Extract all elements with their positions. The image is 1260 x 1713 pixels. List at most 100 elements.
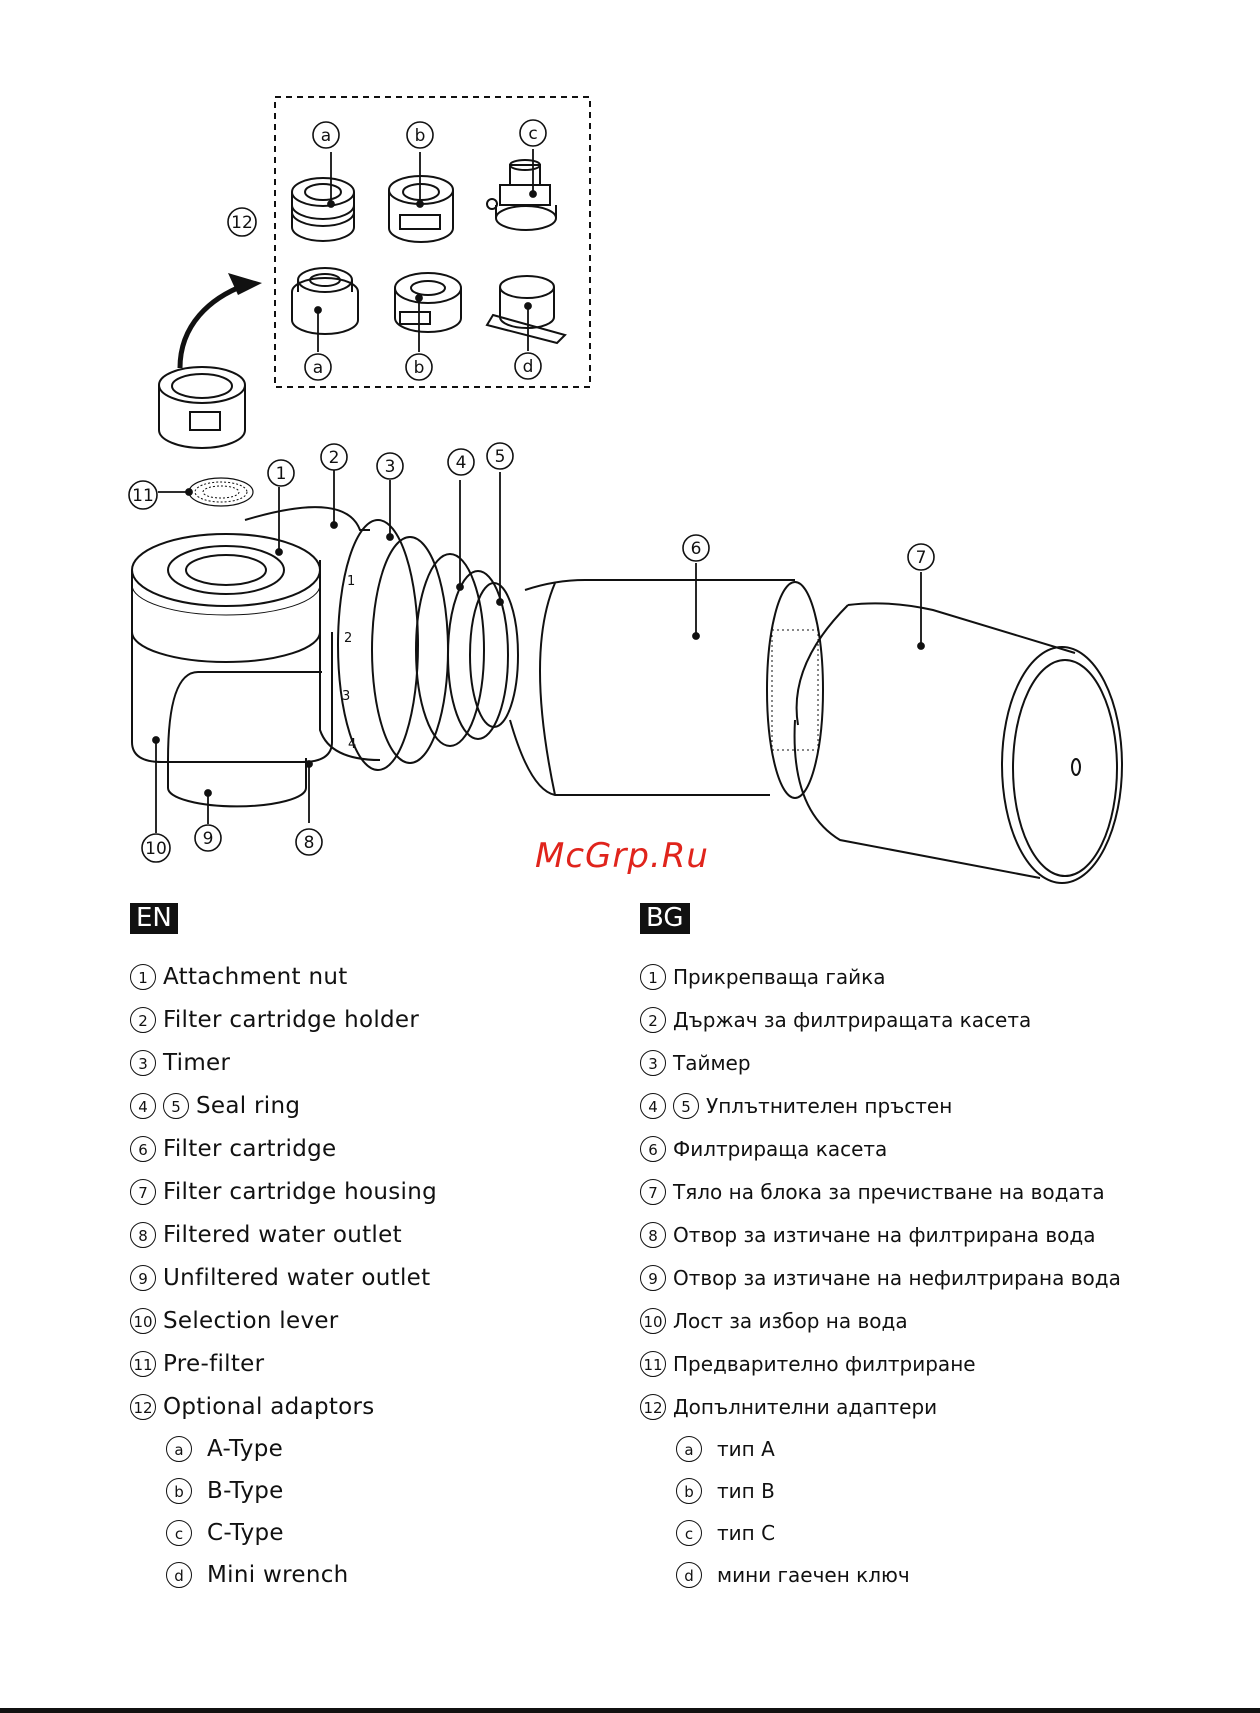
item-label: Selection lever [163,1307,339,1334]
item-label: тип B [717,1479,775,1503]
item-label: Отвор за изтичане на филтрирана вода [673,1222,1096,1247]
item-number: 11 [640,1350,666,1377]
legend-subitem: b B-Type [130,1470,437,1512]
item-number: 1 [130,963,156,990]
svg-text:3: 3 [385,457,396,477]
callout-4: 4 [447,448,475,476]
item-label: Filter cartridge [163,1135,337,1162]
callout-10: 10 [141,833,171,863]
item-number-secondary: 5 [673,1092,699,1119]
legend-item: 6 Filter cartridge [130,1127,437,1170]
pre-filter-mesh [188,477,254,507]
item-label: мини гаечен ключ [717,1563,910,1587]
svg-text:7: 7 [916,548,927,568]
timer-mark-3: 3 [342,689,350,704]
callout-a-bottom: a [304,353,332,381]
timer-mark-1: 1 [347,574,355,589]
item-letter: b [166,1478,192,1504]
item-letter: d [166,1562,192,1588]
filter-body [131,506,519,808]
attachment-nut-detached [158,366,246,449]
callout-d-bottom: d [514,352,542,380]
callout-6: 6 [682,534,710,562]
adaptor-b-top [388,175,454,243]
item-letter: d [676,1562,702,1588]
callout-b-bottom: b [405,353,433,381]
callout-b-top: b [406,121,434,149]
legend-item: 9 Отвор за изтичане на нефилтрирана вода [640,1256,1121,1299]
item-label: Предварително филтриране [673,1351,976,1376]
legend-item: 11 Предварително филтриране [640,1342,1121,1385]
item-number: 2 [130,1006,156,1033]
filter-cartridge-housing [793,602,1123,884]
item-label: Timer [163,1049,231,1076]
bottom-rule [0,1708,1260,1713]
item-number: 4 [640,1092,666,1119]
item-number: 3 [640,1049,666,1076]
adaptor-d-bottom [485,275,567,345]
lang-badge-bg: BG [640,903,690,934]
callout-2: 2 [320,443,348,471]
adaptor-a-top [291,177,355,242]
item-number: 11 [130,1350,156,1377]
item-number: 8 [640,1221,666,1248]
svg-text:2: 2 [329,448,340,468]
svg-text:b: b [414,358,425,378]
item-letter: c [676,1520,702,1546]
svg-text:4: 4 [456,453,467,473]
item-label: тип A [717,1437,775,1461]
callout-3: 3 [376,452,404,480]
callout-c-top: c [519,119,547,147]
item-number: 2 [640,1006,666,1033]
item-label: Seal ring [196,1092,301,1119]
item-number: 1 [640,963,666,990]
timer-mark-4: 4 [348,737,356,752]
svg-text:6: 6 [691,539,702,559]
item-label: тип C [717,1521,776,1545]
item-label: Отвор за изтичане на нефилтрирана вода [673,1265,1121,1290]
item-number: 6 [130,1135,156,1162]
filter-cartridge [509,579,824,799]
item-label: B-Type [207,1478,284,1504]
callout-12: 12 [227,207,257,237]
item-number: 10 [640,1307,666,1334]
item-label: Уплътнителен пръстен [706,1093,953,1118]
svg-text:10: 10 [145,839,167,859]
item-number: 12 [640,1393,666,1420]
product-diagram: 1 2 3 4 5 6 7 8 9 10 11 12 a b c a b d 1… [128,96,1123,884]
svg-text:a: a [321,126,331,146]
svg-text:8: 8 [304,833,315,853]
lang-badge-en: EN [130,903,178,934]
item-label: Filtered water outlet [163,1221,402,1248]
callout-7: 7 [907,543,935,571]
item-label: Тяло на блока за пречистване на водата [673,1179,1105,1204]
item-letter: b [676,1478,702,1504]
svg-text:d: d [523,357,534,377]
item-number: 9 [640,1264,666,1291]
adaptor-c-top [486,159,557,231]
item-number: 10 [130,1307,156,1334]
svg-text:9: 9 [203,829,214,849]
timer-mark-2: 2 [344,631,352,646]
svg-text:a: a [313,358,323,378]
item-number: 7 [640,1178,666,1205]
svg-text:b: b [415,126,426,146]
svg-text:11: 11 [132,486,154,506]
